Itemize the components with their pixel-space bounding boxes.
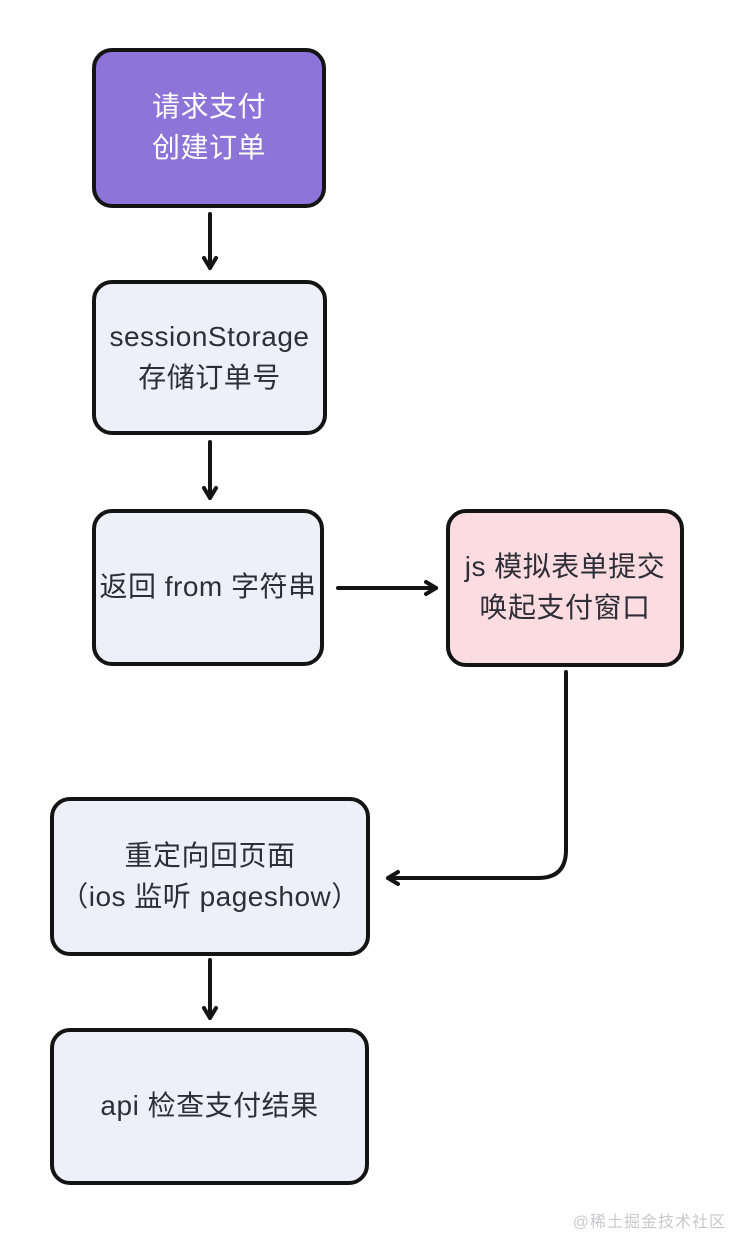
node-line: 重定向回页面 bbox=[124, 839, 296, 871]
node-line: sessionStorage bbox=[109, 320, 310, 352]
node-line: 存储订单号 bbox=[138, 361, 281, 393]
node-line: 创建订单 bbox=[151, 132, 266, 163]
flow-node-session-storage: sessionStorage 存储订单号 bbox=[92, 280, 327, 435]
flow-node-request-payment: 请求支付 创建订单 bbox=[92, 48, 326, 208]
node-line: 请求支付 bbox=[151, 91, 266, 123]
flow-node-redirect-back: 重定向回页面 （ios 监听 pageshow） bbox=[50, 797, 370, 956]
flow-node-api-check-result: api 检查支付结果 bbox=[50, 1028, 369, 1185]
node-line: 返回 from 字符串 bbox=[99, 571, 317, 603]
flow-node-return-from-string: 返回 from 字符串 bbox=[92, 509, 324, 666]
watermark: @稀土掘金技术社区 bbox=[572, 1214, 726, 1231]
flow-node-js-form-submit: js 模拟表单提交 唤起支付窗口 bbox=[446, 509, 684, 667]
node-line: api 检查支付结果 bbox=[100, 1090, 319, 1122]
arrow-jsform-to-redirect bbox=[386, 670, 568, 886]
node-line: 唤起支付窗口 bbox=[479, 592, 651, 623]
node-line: js 模拟表单提交 bbox=[464, 551, 666, 583]
node-line: （ios 监听 pageshow） bbox=[60, 880, 360, 912]
